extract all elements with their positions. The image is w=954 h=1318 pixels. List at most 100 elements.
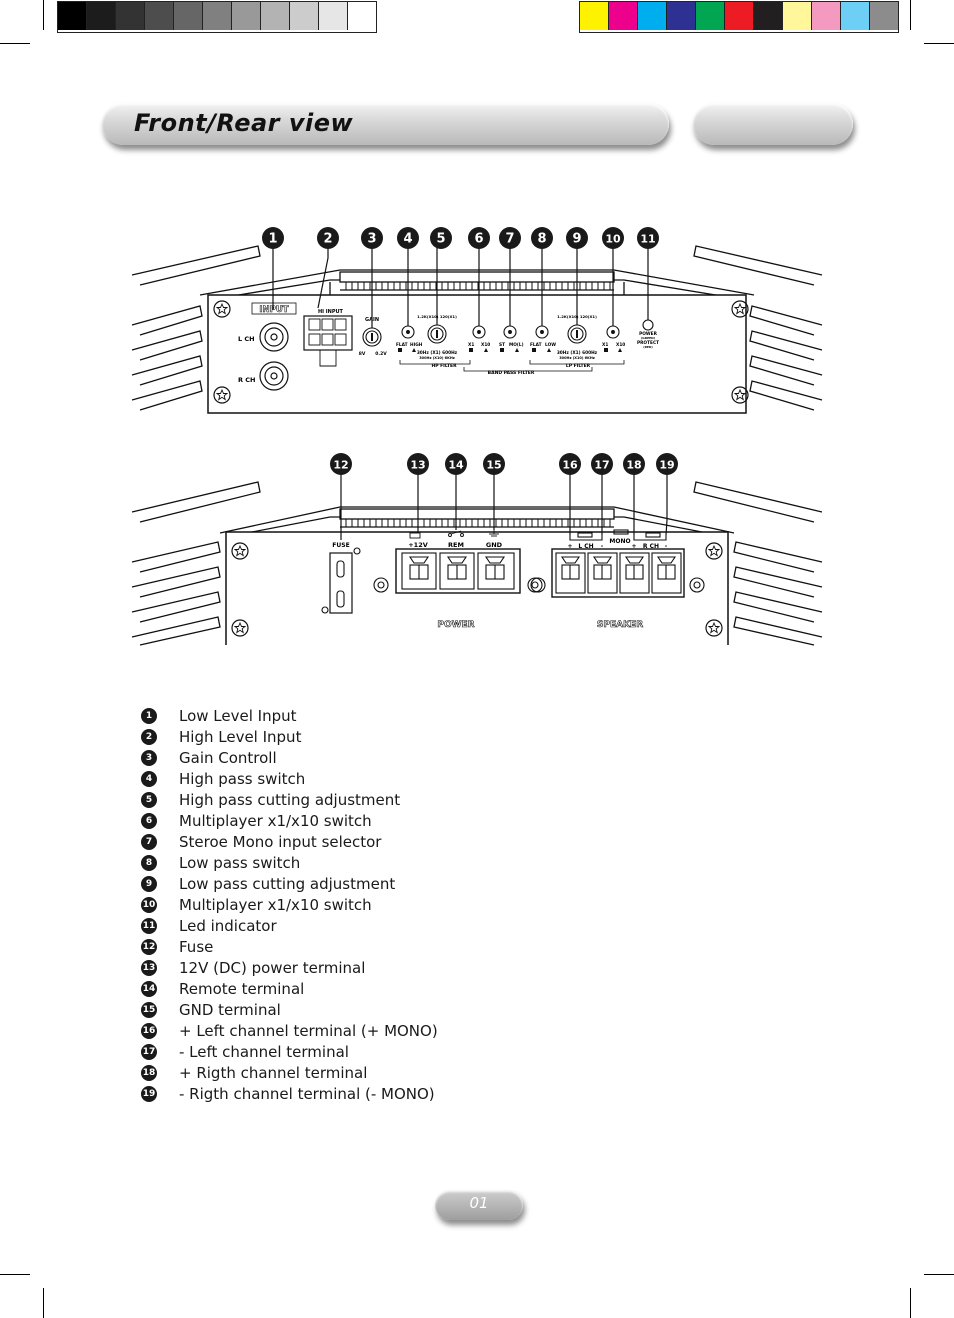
rca-jack-left	[259, 322, 289, 352]
fuse-holder	[329, 552, 353, 614]
color-swatch	[696, 2, 725, 30]
callout-badge-7: 7	[499, 227, 521, 249]
crop-mark	[43, 1288, 44, 1318]
legend-number-badge: 4	[141, 770, 157, 787]
legend-label: Fuse	[179, 937, 214, 956]
svg-text:8V: 8V	[359, 351, 366, 357]
svg-text:LOW: LOW	[545, 342, 556, 348]
color-swatch	[348, 2, 376, 30]
legend-number-badge: 2	[141, 728, 157, 745]
legend-label: Multiplayer x1/x10 switch	[179, 895, 372, 914]
crop-mark	[0, 43, 30, 44]
svg-text:7: 7	[505, 232, 514, 247]
svg-text:X1: X1	[468, 342, 474, 348]
callout-badge-11: 11	[637, 227, 659, 249]
svg-text:19: 19	[659, 459, 674, 472]
color-swatch	[725, 2, 754, 30]
amplifier-diagram: INPUT L CH R CH HI INPUT GAIN 8V 0.2V	[131, 227, 823, 646]
legend-number-badge: 1	[141, 707, 157, 724]
crop-mark	[43, 0, 44, 30]
title-banner-side	[693, 103, 853, 145]
page-number: 01	[469, 1194, 489, 1212]
gray-calibration-bar	[57, 1, 377, 33]
callout-badge-5: 5	[430, 227, 452, 249]
callout-badge-1: 1	[262, 227, 284, 249]
svg-text:2: 2	[323, 232, 332, 247]
color-swatch	[638, 2, 667, 30]
crop-mark	[910, 0, 911, 30]
svg-text:LP FILTER: LP FILTER	[566, 363, 591, 369]
callout-badge-2: 2	[317, 227, 339, 249]
legend-label: - Left channel terminal	[179, 1042, 349, 1061]
svg-text:0.2V: 0.2V	[375, 351, 387, 357]
legend-number-badge: 5	[141, 791, 157, 808]
color-swatch	[609, 2, 638, 30]
speaker-terminal-block	[551, 548, 685, 598]
legend-number-badge: 9	[141, 875, 157, 892]
svg-text:+: +	[567, 543, 572, 550]
gain-knob	[362, 327, 382, 347]
svg-text:ST: ST	[499, 342, 505, 348]
l-ch-label: L CH	[238, 335, 255, 343]
svg-text:PROTECT: PROTECT	[637, 340, 659, 346]
svg-text:1: 1	[268, 232, 277, 247]
legend-number-badge: 12	[141, 938, 157, 955]
crop-mark	[924, 43, 954, 44]
color-swatch	[667, 2, 696, 30]
legend-label: Multiplayer x1/x10 switch	[179, 811, 372, 830]
color-swatch	[116, 2, 145, 30]
legend-number-badge: 10	[141, 896, 157, 913]
color-swatch	[58, 2, 87, 30]
legend-item: 16+ Left channel terminal (+ MONO)	[141, 1020, 438, 1041]
callout-badge-12: 12	[330, 453, 352, 475]
callout-badge-13: 13	[407, 453, 429, 475]
legend-number-badge: 13	[141, 959, 157, 976]
svg-text:18: 18	[626, 459, 641, 472]
color-swatch	[580, 2, 609, 30]
power-terminal-block	[395, 548, 521, 594]
legend-label: Low pass cutting adjustment	[179, 874, 396, 893]
svg-text:FLAT: FLAT	[396, 342, 408, 348]
svg-text:BAND PASS FILTER: BAND PASS FILTER	[488, 370, 535, 376]
legend-number-badge: 19	[141, 1085, 157, 1102]
svg-text:X1: X1	[602, 342, 608, 348]
svg-text:X10: X10	[481, 342, 490, 348]
callout-badge-18: 18	[623, 453, 645, 475]
color-swatch	[87, 2, 116, 30]
svg-text:REM: REM	[448, 541, 464, 549]
legend-item: 9 Low pass cutting adjustment	[141, 873, 438, 894]
legend-item: 1 Low Level Input	[141, 705, 438, 726]
svg-text:POWER: POWER	[639, 331, 657, 337]
legend-number-badge: 8	[141, 854, 157, 871]
callout-badge-4: 4	[397, 227, 419, 249]
crop-mark	[910, 1288, 911, 1318]
title-banner	[102, 103, 669, 145]
color-swatch	[319, 2, 348, 30]
legend-label: - Rigth channel terminal (- MONO)	[179, 1084, 435, 1103]
svg-text:14: 14	[448, 459, 464, 472]
legend-number-badge: 15	[141, 1001, 157, 1018]
svg-text:HP FILTER: HP FILTER	[431, 363, 457, 369]
legend-item: 19 - Rigth channel terminal (- MONO)	[141, 1083, 438, 1104]
legend-item: 10 Multiplayer x1/x10 switch	[141, 894, 438, 915]
svg-text:17: 17	[594, 459, 609, 472]
color-swatch	[754, 2, 783, 30]
legend-label: Low Level Input	[179, 706, 297, 725]
callout-badge-19: 19	[656, 453, 678, 475]
svg-text:13: 13	[410, 459, 425, 472]
callout-badge-15: 15	[483, 453, 505, 475]
svg-text:+: +	[631, 543, 636, 550]
svg-text:GND: GND	[486, 541, 503, 549]
heatsink-right	[693, 245, 823, 411]
legend-label: High pass switch	[179, 769, 306, 788]
legend-label: + Left channel terminal (+ MONO)	[179, 1021, 438, 1040]
legend-label: High pass cutting adjustment	[179, 790, 401, 809]
color-swatch	[261, 2, 290, 30]
svg-text:3: 3	[367, 232, 376, 247]
crop-mark	[0, 1274, 30, 1275]
svg-text:30Hz (X1) 600Hz: 30Hz (X1) 600Hz	[557, 350, 598, 356]
